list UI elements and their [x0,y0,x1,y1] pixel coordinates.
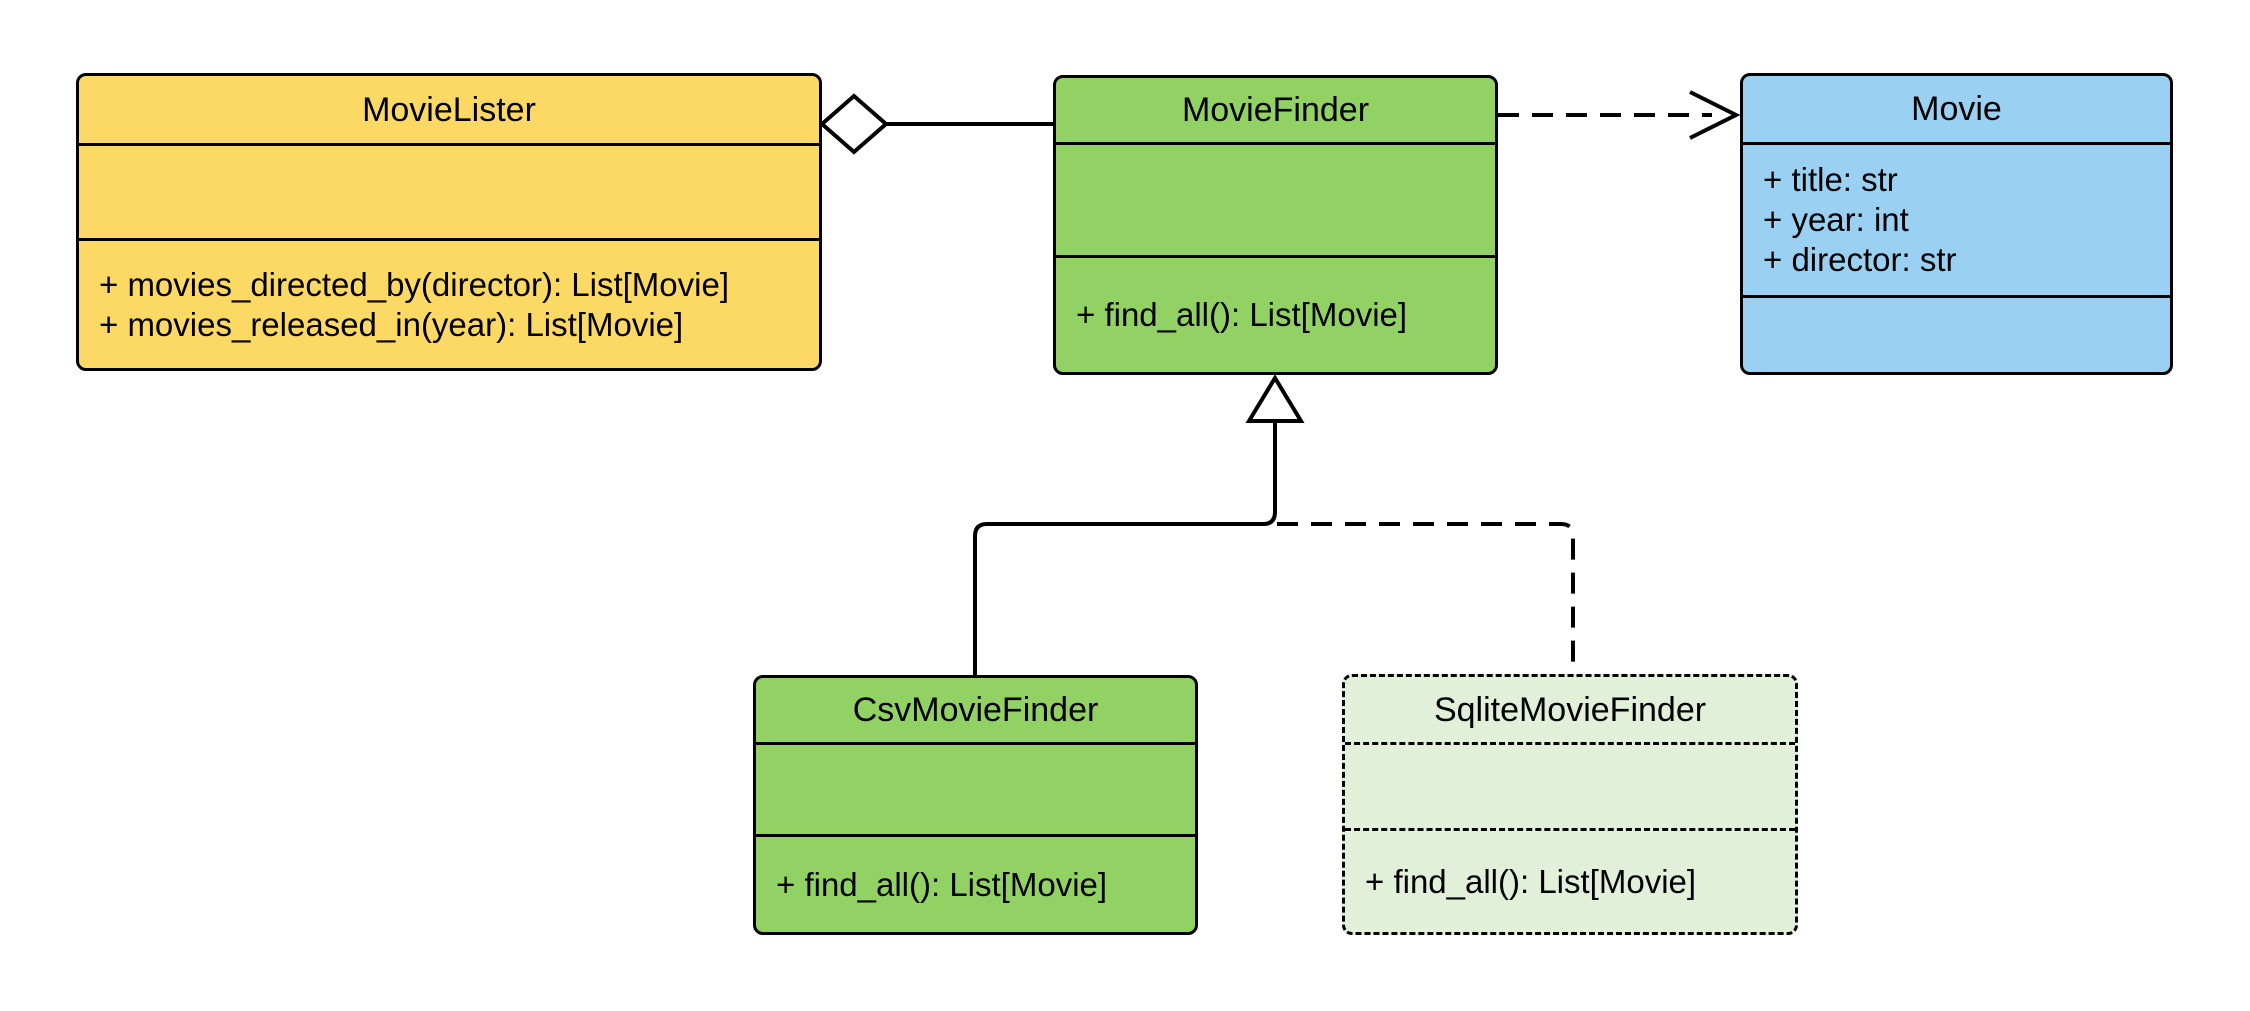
class-methods-section: + find_all(): List[Movie] [756,834,1195,932]
dependency-connector [1498,90,1741,140]
attribute-line: + director: str [1763,241,1957,278]
attribute-line: + title: str [1763,161,1898,198]
aggregation-diamond-icon [818,93,890,155]
class-title: MovieLister [362,90,536,129]
inheritance-connector-solid [973,374,1305,675]
class-attributes-section: + title: str + year: int + director: str [1743,142,2170,295]
class-attributes-section [79,143,819,238]
aggregation-connector [818,93,1053,155]
class-attributes-section [756,742,1195,834]
class-moviefinder[interactable]: MovieFinder + find_all(): List[Movie] [1053,75,1498,375]
method-line: + movies_directed_by(director): List[Mov… [99,265,729,303]
inheritance-triangle-icon [1245,374,1305,423]
class-methods-section [1743,295,2170,372]
class-sqlitemoviefinder[interactable]: SqliteMovieFinder + find_all(): List[Mov… [1342,674,1798,935]
attribute-line: + year: int [1763,201,1909,238]
inheritance-connector-dashed [1277,522,1575,674]
class-methods-section: + find_all(): List[Movie] [1345,828,1795,932]
method-line: + find_all(): List[Movie] [1076,296,1408,333]
class-methods-section: + find_all(): List[Movie] [1056,255,1495,372]
method-line: + find_all(): List[Movie] [776,865,1108,903]
method-line: + find_all(): List[Movie] [1365,862,1697,900]
class-title: SqliteMovieFinder [1433,690,1707,729]
class-movielister[interactable]: MovieLister + movies_directed_by(directo… [76,73,822,371]
dependency-open-arrow-icon [1689,90,1741,140]
class-title: MovieFinder [1181,91,1370,129]
class-attributes-section [1345,742,1795,828]
class-title: Movie [1911,90,2002,128]
method-line: + movies_released_in(year): List[Movie] [99,305,684,343]
class-csvmoviefinder[interactable]: CsvMovieFinder + find_all(): List[Movie] [753,675,1198,935]
class-movie[interactable]: Movie + title: str + year: int + directo… [1740,73,2173,375]
class-title: CsvMovieFinder [852,691,1099,729]
class-methods-section: + movies_directed_by(director): List[Mov… [79,238,819,368]
class-attributes-section [1056,142,1495,255]
